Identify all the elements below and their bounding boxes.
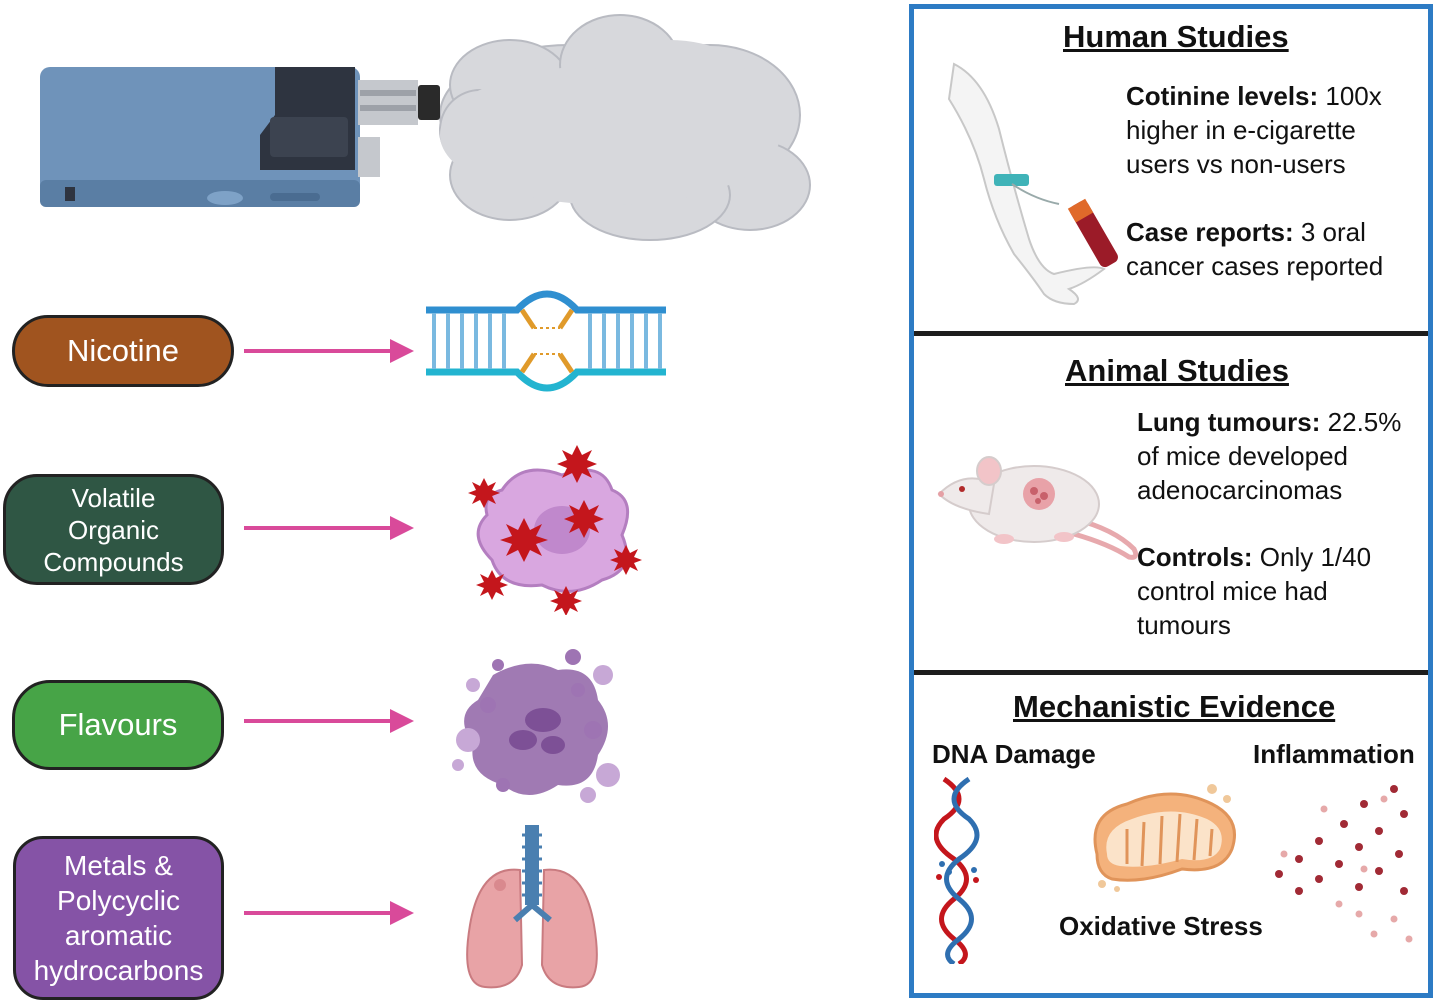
arrow-flavours — [244, 709, 414, 733]
section-divider — [914, 670, 1428, 675]
category-volatile-organic-compounds: Volatile Organic Compounds — [3, 474, 224, 585]
lungs-icon — [466, 825, 598, 989]
damaged-cell-icon — [452, 649, 620, 803]
human-stat-case-reports: Case reports: 3 oral cancer cases report… — [1126, 217, 1384, 281]
animal-studies-title: Animal Studies — [1065, 353, 1289, 388]
category-metals-pah: Metals & Polycyclic aromatic hydrocarbon… — [13, 836, 224, 1000]
section-divider — [914, 331, 1428, 336]
dna-ladder-icon — [426, 290, 666, 392]
inflammation-label: Inflammation — [1253, 739, 1415, 769]
evidence-panel: Human Studies Cotinine levels: 100x high… — [909, 4, 1433, 998]
dna-damage-label: DNA Damage — [932, 739, 1096, 769]
arrow-metals — [244, 901, 414, 925]
animal-stat-controls: Controls: Only 1/40 control mice had tum… — [1137, 542, 1372, 640]
arm-blood-draw-icon — [947, 62, 1118, 306]
vape-device-icon — [40, 67, 440, 207]
arrow-nicotine — [244, 339, 414, 363]
inflammation-particles-icon — [1275, 785, 1413, 943]
human-studies-title: Human Studies — [1063, 19, 1289, 54]
human-stat-cotinine: Cotinine levels: 100x higher in e-cigare… — [1126, 81, 1382, 179]
mouse-icon — [937, 456, 1139, 560]
oxidative-cell-icon — [468, 445, 642, 615]
mitochondrion-icon — [1093, 784, 1236, 892]
animal-stat-lung-tumours: Lung tumours: 22.5% of mice developed ad… — [1137, 407, 1402, 505]
mechanistic-evidence-title: Mechanistic Evidence — [1013, 689, 1336, 724]
oxidative-stress-label: Oxidative Stress — [1059, 911, 1263, 941]
arrow-voc — [244, 516, 414, 540]
dna-helix-icon — [934, 776, 980, 964]
category-nicotine: Nicotine — [12, 315, 234, 387]
e-cigarette-illustration — [40, 14, 811, 241]
category-flavours: Flavours — [12, 680, 224, 770]
